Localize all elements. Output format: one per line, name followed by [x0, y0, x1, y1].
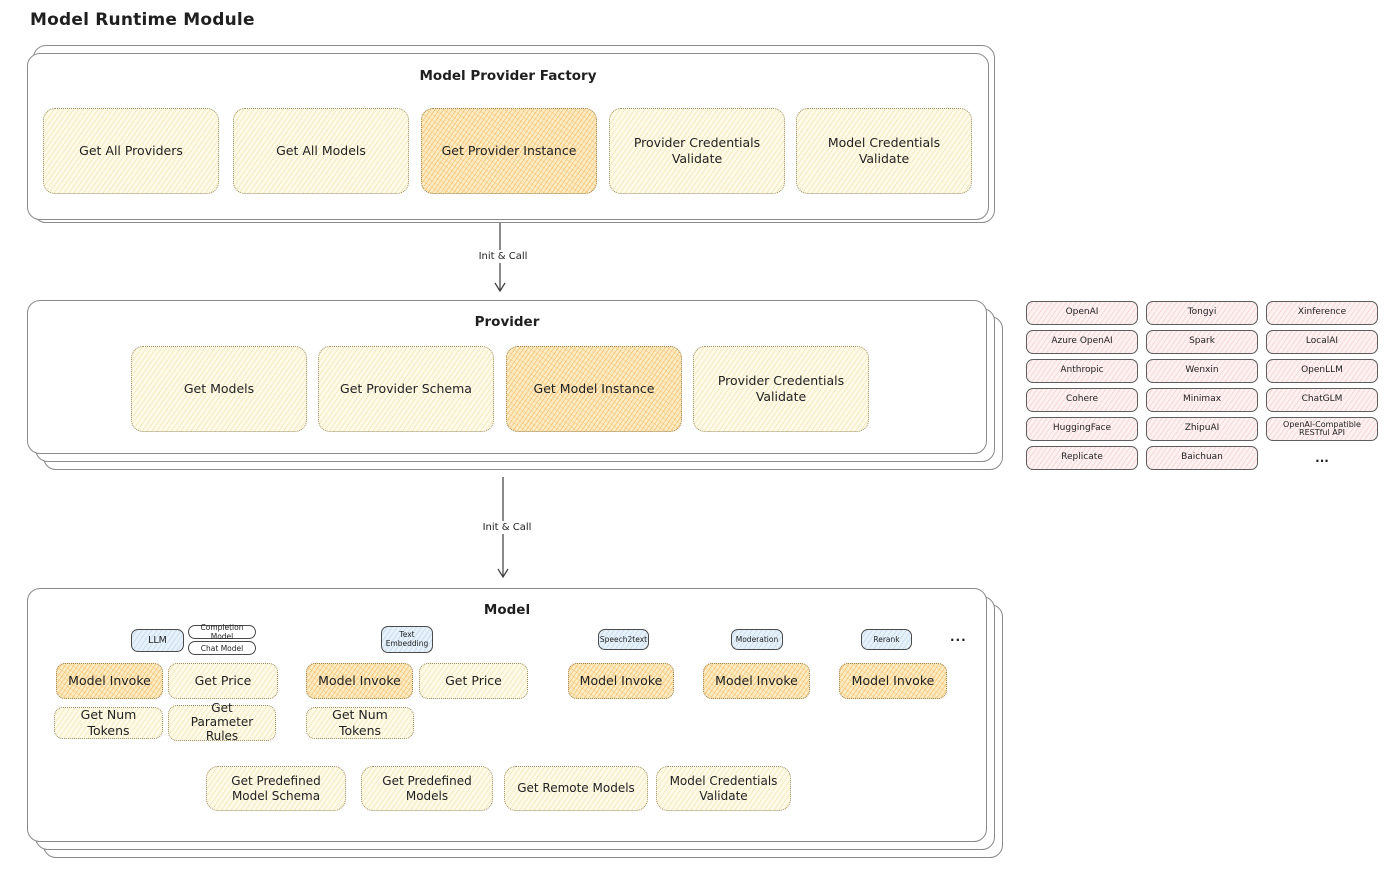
tabs-more-ellipsis: ...: [950, 630, 967, 644]
node-get-all-providers: Get All Providers: [43, 108, 219, 194]
node-model-credentials-validate-model: Model Credentials Validate: [656, 766, 791, 811]
model-container: Model LLM Completion Model Chat Model Te…: [27, 588, 987, 842]
node-get-all-models: Get All Models: [233, 108, 409, 194]
provider-item-spark: Spark: [1146, 330, 1258, 354]
node-embedding-get-price: Get Price: [419, 663, 528, 699]
tab-completion-model: Completion Model: [188, 623, 256, 641]
provider-item-xinference: Xinference: [1266, 301, 1378, 325]
provider-item-tongyi: Tongyi: [1146, 301, 1258, 325]
provider-title: Provider: [474, 314, 540, 330]
tab-speech2text: Speech2text: [598, 629, 649, 650]
node-speech2text-model-invoke: Model Invoke: [568, 663, 674, 699]
provider-item-minimax: Minimax: [1146, 388, 1258, 412]
provider-item-wenxin: Wenxin: [1146, 359, 1258, 383]
provider-list: OpenAI Tongyi Xinference Azure OpenAI Sp…: [1026, 301, 1378, 470]
node-llm-get-parameter-rules: Get Parameter Rules: [168, 701, 276, 743]
provider-item-openllm: OpenLLM: [1266, 359, 1378, 383]
tab-text-embedding: Text Embedding: [381, 626, 433, 653]
provider-item-replicate: Replicate: [1026, 446, 1138, 470]
node-get-provider-instance: Get Provider Instance: [421, 108, 597, 194]
provider-item-openai: OpenAI: [1026, 301, 1138, 325]
provider-item-openai-compatible: OpenAI-Compatible RESTful API: [1266, 417, 1378, 441]
provider-item-anthropic: Anthropic: [1026, 359, 1138, 383]
provider-item-azure-openai: Azure OpenAI: [1026, 330, 1138, 354]
node-embedding-model-invoke: Model Invoke: [306, 663, 413, 699]
factory-title: Model Provider Factory: [419, 68, 597, 84]
node-provider-credentials-validate-provider: Provider Credentials Validate: [693, 346, 869, 432]
node-llm-get-num-tokens: Get Num Tokens: [54, 707, 163, 739]
page-title: Model Runtime Module: [30, 10, 255, 30]
node-embedding-get-num-tokens: Get Num Tokens: [306, 707, 414, 739]
tab-llm: LLM: [131, 629, 184, 652]
node-get-model-instance: Get Model Instance: [506, 346, 682, 432]
node-get-predefined-models: Get Predefined Models: [361, 766, 493, 811]
node-llm-get-price: Get Price: [168, 663, 278, 699]
node-get-models: Get Models: [131, 346, 307, 432]
node-model-credentials-validate-factory: Model Credentials Validate: [796, 108, 972, 194]
provider-item-localai: LocalAI: [1266, 330, 1378, 354]
tab-moderation: Moderation: [731, 629, 783, 650]
node-rerank-model-invoke: Model Invoke: [839, 663, 947, 699]
node-get-remote-models: Get Remote Models: [504, 766, 648, 811]
node-get-provider-schema: Get Provider Schema: [318, 346, 494, 432]
provider-list-more-ellipsis: ...: [1315, 450, 1329, 465]
node-llm-model-invoke: Model Invoke: [56, 663, 163, 699]
provider-item-baichuan: Baichuan: [1146, 446, 1258, 470]
provider-item-cohere: Cohere: [1026, 388, 1138, 412]
provider-item-zhipuai: ZhipuAI: [1146, 417, 1258, 441]
tab-rerank: Rerank: [861, 629, 912, 650]
tab-chat-model: Chat Model: [188, 641, 256, 655]
node-get-predefined-model-schema: Get Predefined Model Schema: [206, 766, 346, 811]
arrow-label-init-call-2: Init & Call: [466, 521, 548, 534]
provider-item-huggingface: HuggingFace: [1026, 417, 1138, 441]
node-provider-credentials-validate-factory: Provider Credentials Validate: [609, 108, 785, 194]
factory-container: Model Provider Factory Get All Providers…: [27, 53, 989, 220]
arrow-label-init-call-1: Init & Call: [462, 250, 544, 263]
model-title: Model: [483, 602, 531, 618]
provider-container: Provider Get Models Get Provider Schema …: [27, 300, 987, 454]
node-moderation-model-invoke: Model Invoke: [703, 663, 810, 699]
provider-item-chatglm: ChatGLM: [1266, 388, 1378, 412]
